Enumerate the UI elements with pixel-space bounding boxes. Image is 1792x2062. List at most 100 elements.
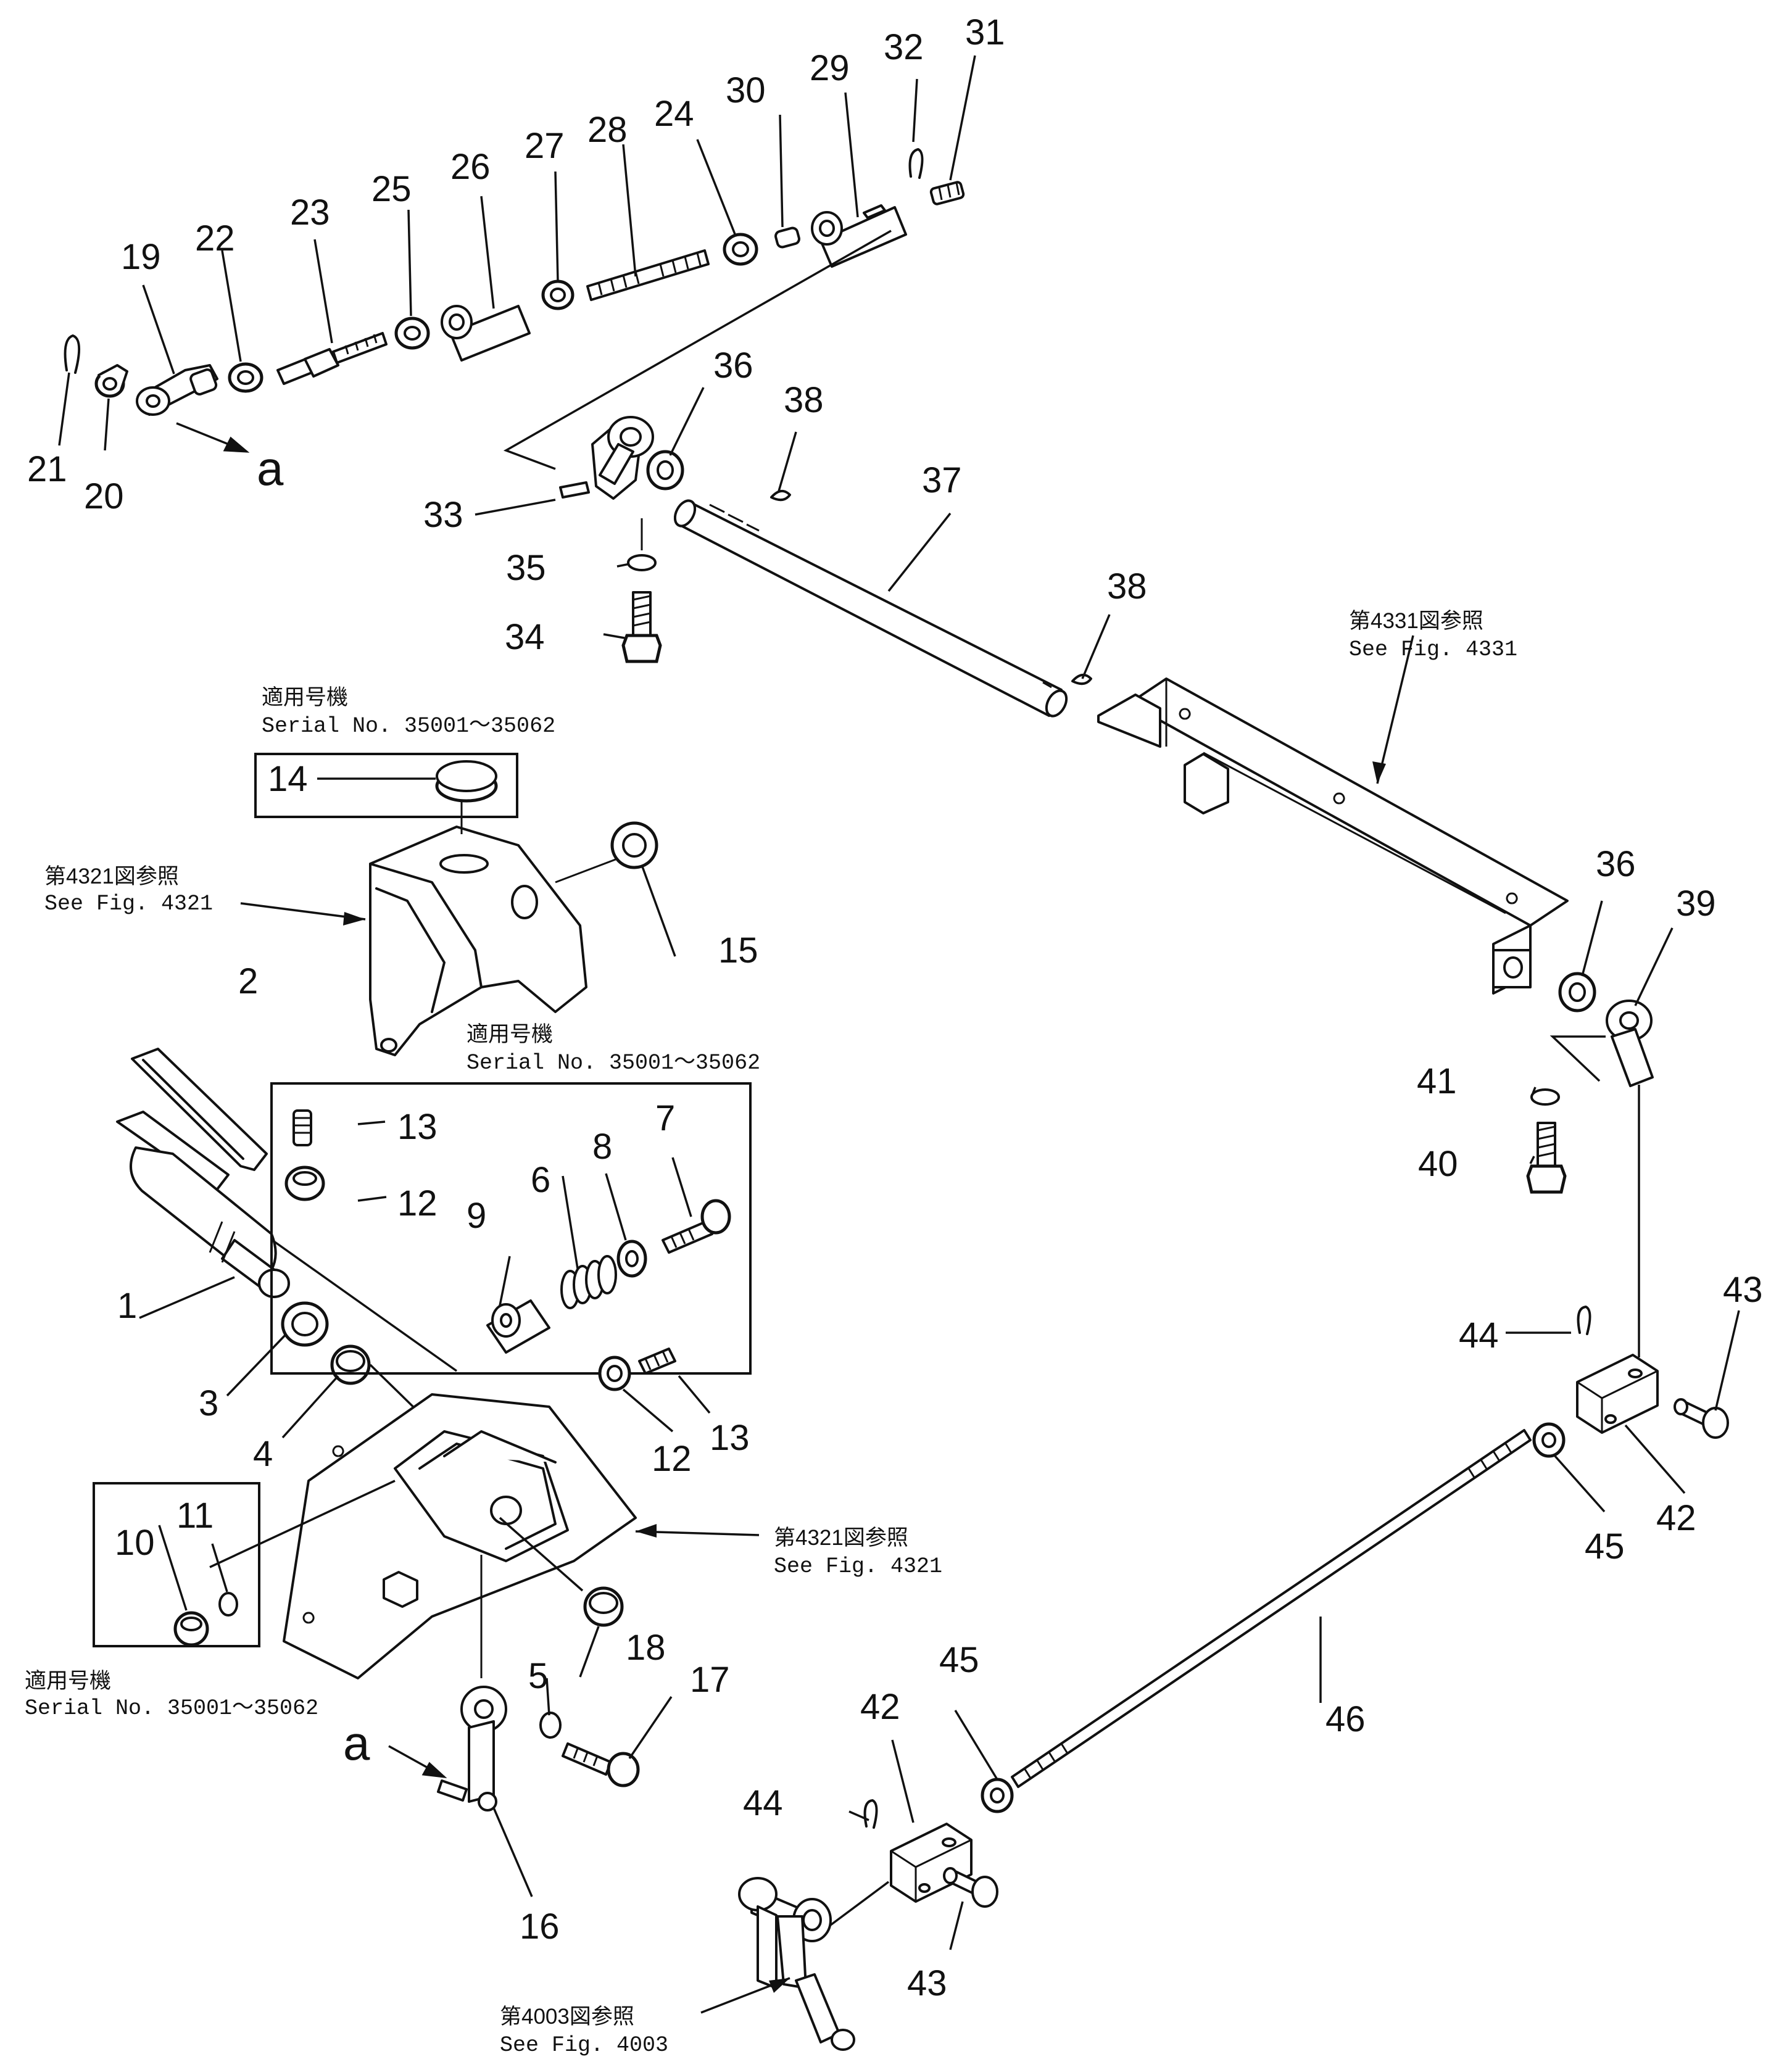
item-10: 10 bbox=[115, 1523, 155, 1563]
fig-ref-en: See Fig. 4321 bbox=[774, 1554, 942, 1579]
key-38-upper bbox=[770, 490, 791, 502]
item-30: 30 bbox=[726, 70, 766, 110]
arrowhead bbox=[223, 436, 250, 453]
item-44-lower: 44 bbox=[743, 1783, 783, 1823]
washer-41 bbox=[1530, 1088, 1560, 1106]
fig-ref-jp: 第4003図参照 bbox=[500, 2005, 634, 2029]
item-38-upper: 38 bbox=[784, 380, 824, 420]
nut-12-lower bbox=[598, 1356, 631, 1391]
pad-14-box bbox=[254, 753, 518, 818]
item-45-lower: 45 bbox=[939, 1640, 979, 1680]
item-18: 18 bbox=[626, 1628, 666, 1668]
clevis-block-42-upper bbox=[1576, 1354, 1659, 1434]
bolt-40 bbox=[1526, 1122, 1567, 1194]
pin-30 bbox=[774, 226, 800, 249]
item-44-upper: 44 bbox=[1459, 1315, 1499, 1356]
serial-note-jp: 適用号機 bbox=[467, 1022, 553, 1046]
pedal-1 bbox=[116, 1111, 290, 1298]
serial-note-en: Serial No. 35001～35062 bbox=[25, 1696, 318, 1721]
item-6: 6 bbox=[531, 1160, 550, 1200]
nut-10 bbox=[173, 1611, 209, 1647]
arrowhead bbox=[421, 1762, 447, 1779]
bushing-5 bbox=[583, 1586, 624, 1627]
fig-ref-4003: 第4003図参照 See Fig. 4003 bbox=[500, 2005, 668, 2058]
item-25: 25 bbox=[371, 169, 412, 209]
slotted-sleeve-29 bbox=[811, 204, 907, 268]
item-number-labels: 1 2 3 4 5 6 7 8 9 10 11 12 12 13 13 14 1… bbox=[27, 12, 1763, 2003]
view-marker-a-lower: a bbox=[343, 1716, 370, 1770]
bushing-15 bbox=[610, 821, 658, 869]
item-13-upper: 13 bbox=[397, 1107, 438, 1147]
item-13-lower: 13 bbox=[710, 1418, 750, 1458]
item-37: 37 bbox=[922, 460, 962, 500]
bolt-7 bbox=[662, 1199, 731, 1254]
fig-ref-en: See Fig. 4003 bbox=[500, 2033, 668, 2058]
arrowhead bbox=[769, 1978, 790, 1993]
fig-ref-jp: 第4331図参照 bbox=[1349, 609, 1483, 633]
serial-note-jp: 適用号機 bbox=[262, 685, 348, 710]
pad-14 bbox=[435, 760, 498, 834]
serial-note-bottom: 適用号機 Serial No. 35001～35062 bbox=[25, 1669, 318, 1721]
set-screw-13-upper bbox=[292, 1109, 312, 1146]
arrowhead bbox=[343, 912, 365, 925]
right-lever-assembly bbox=[1526, 972, 1654, 1357]
item-45-upper: 45 bbox=[1585, 1526, 1625, 1567]
item-12-upper: 12 bbox=[397, 1183, 438, 1224]
sleeve-26 bbox=[441, 305, 531, 362]
upper-lever-assembly bbox=[503, 230, 892, 663]
lever-fig-4003 bbox=[738, 1877, 855, 2051]
item-31: 31 bbox=[965, 12, 1005, 52]
item-3: 3 bbox=[199, 1383, 218, 1423]
fig-ref-en: See Fig. 4331 bbox=[1349, 637, 1517, 662]
item-29: 29 bbox=[810, 48, 850, 88]
serial-note-jp: 適用号機 bbox=[25, 1669, 111, 1693]
pedal-2 bbox=[131, 1048, 268, 1171]
cotter-pin-44-upper bbox=[1577, 1306, 1591, 1335]
bolt-34 bbox=[621, 591, 662, 663]
item-32: 32 bbox=[884, 27, 924, 67]
bracket-fig-4331 bbox=[1097, 677, 1569, 995]
item-4: 4 bbox=[253, 1434, 273, 1474]
spring-6 bbox=[560, 1255, 617, 1309]
item-1: 1 bbox=[117, 1286, 137, 1326]
item-24: 24 bbox=[654, 94, 694, 134]
cotter-pin-32 bbox=[908, 148, 924, 179]
item-12-lower: 12 bbox=[652, 1439, 692, 1479]
nut-24 bbox=[723, 233, 758, 266]
lever-39 bbox=[1606, 1000, 1654, 1087]
lead-line bbox=[503, 230, 892, 470]
clevis-19 bbox=[136, 364, 218, 416]
adjuster-23 bbox=[276, 332, 388, 385]
item-39: 39 bbox=[1676, 884, 1716, 924]
fig-ref-jp: 第4321図参照 bbox=[44, 864, 179, 888]
pin-43-lower bbox=[943, 1867, 998, 1908]
serial-note-middle: 適用号機 Serial No. 35001～35062 bbox=[467, 1022, 760, 1075]
bottom-clevis-assembly bbox=[738, 1778, 1014, 2051]
key-38-lower bbox=[1071, 674, 1092, 685]
threaded-end-31 bbox=[929, 181, 965, 205]
item-11: 11 bbox=[176, 1496, 214, 1536]
set-screw-13-lower bbox=[638, 1348, 676, 1375]
nut-box-10-11 bbox=[93, 1482, 260, 1647]
item-21: 21 bbox=[27, 449, 67, 489]
nut-45-lower bbox=[981, 1778, 1014, 1813]
lever-33 bbox=[559, 416, 654, 500]
bolt-17 bbox=[562, 1742, 640, 1787]
bushing-36-upper bbox=[646, 450, 684, 491]
item-15: 15 bbox=[718, 930, 758, 971]
nut-25 bbox=[394, 317, 430, 350]
item-42-lower: 42 bbox=[860, 1687, 900, 1727]
cotter-pin-21 bbox=[64, 334, 81, 374]
callout-leaders bbox=[58, 55, 1740, 1950]
upper-bracket-fig-4321 bbox=[369, 826, 618, 1056]
item-27: 27 bbox=[525, 126, 565, 166]
item-5: 5 bbox=[528, 1656, 548, 1696]
right-clevis-assembly bbox=[1532, 1306, 1729, 1458]
item-8: 8 bbox=[592, 1127, 612, 1167]
pin-43-upper bbox=[1674, 1398, 1729, 1439]
serial-note-en: Serial No. 35001～35062 bbox=[467, 1051, 760, 1075]
item-28: 28 bbox=[587, 110, 628, 150]
rod-46 bbox=[1011, 1429, 1532, 1788]
view-marker-a-upper: a bbox=[257, 441, 284, 495]
